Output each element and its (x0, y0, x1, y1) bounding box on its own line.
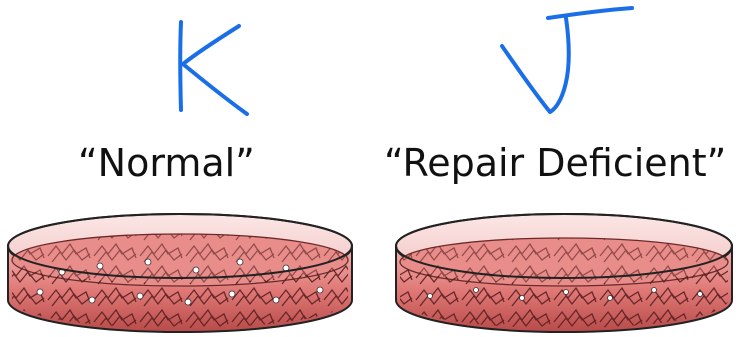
left-petri-dish (8, 214, 352, 332)
label-repair-deficient: “Repair Deficient” (384, 144, 726, 182)
handwritten-k-icon (180, 22, 247, 114)
handwritten-j-icon (502, 8, 632, 112)
label-normal: “Normal” (78, 144, 255, 182)
right-petri-dish (396, 214, 732, 332)
